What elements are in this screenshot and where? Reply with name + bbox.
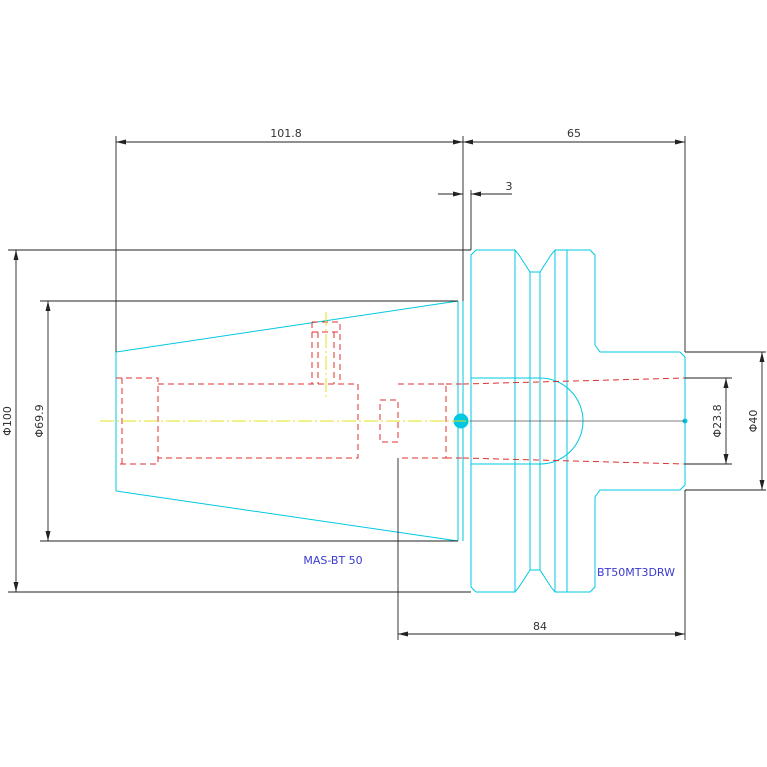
through-bore-top [462, 377, 686, 385]
dim-dia-100: Φ100 [1, 406, 14, 436]
through-bore-bottom [462, 457, 686, 465]
arrow [759, 352, 765, 362]
dim-overall-bore: 84 [533, 620, 547, 633]
dim-dia-69-9: Φ69.9 [33, 404, 46, 437]
arrow [463, 139, 473, 145]
arrow [398, 631, 408, 637]
arrow [723, 454, 729, 464]
thread-hole [311, 321, 341, 384]
dimension-texts: 101.8 65 3 84 Φ100 Φ69.9 Φ23.8 Φ40 [1, 127, 760, 633]
arrow [45, 301, 51, 311]
arrow [453, 139, 463, 145]
middle-bore [379, 383, 447, 459]
arrow [675, 139, 685, 145]
hidden-features [116, 321, 686, 465]
dim-taper-length: 101.8 [270, 127, 302, 140]
arrow [45, 531, 51, 541]
dim-flange-offset: 3 [506, 180, 513, 193]
part-labels: MAS-BT 50 BT50MT3DRW [303, 554, 675, 579]
dim-dia-23-8: Φ23.8 [711, 404, 724, 437]
part-number-label: BT50MT3DRW [597, 566, 675, 579]
dim-shank-length: 65 [567, 127, 581, 140]
dimension-lines [8, 136, 766, 640]
dim-dia-40: Φ40 [747, 410, 760, 433]
arrow [13, 250, 19, 260]
arrow [453, 191, 463, 197]
arrow [13, 582, 19, 592]
arrow [116, 139, 126, 145]
flange-body [470, 249, 686, 593]
arrow [675, 631, 685, 637]
arrow [759, 480, 765, 490]
centerlines [100, 312, 685, 422]
taper-name-label: MAS-BT 50 [303, 554, 362, 567]
arrow [471, 191, 481, 197]
arrow [723, 378, 729, 388]
taper-outline [115, 300, 459, 542]
